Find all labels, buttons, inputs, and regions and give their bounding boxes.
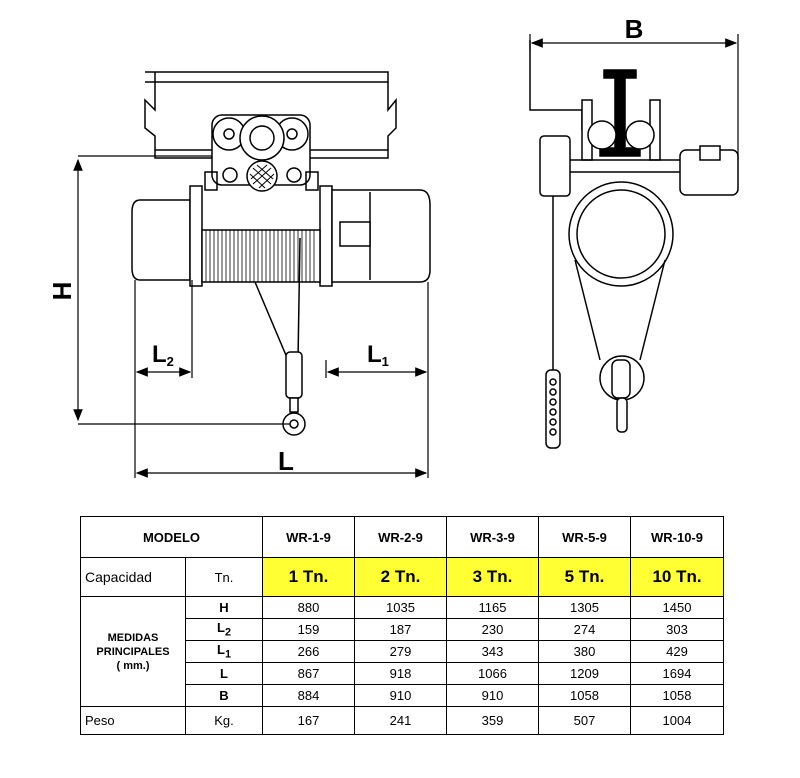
dimension-value: 1694 [630, 662, 724, 685]
front-trolley [204, 114, 319, 192]
dimension-row-B: B 884 910 910 1058 1058 [81, 684, 724, 707]
medidas-line2: PRINCIPALES [96, 645, 170, 658]
side-view [529, 40, 739, 449]
dimension-symbol: H [185, 596, 263, 619]
dim-label-L2-base: L [152, 341, 167, 368]
medidas-label: MEDIDAS PRINCIPALES ( mm.) [80, 596, 186, 707]
front-hook [254, 237, 306, 436]
dimension-row-H: MEDIDAS PRINCIPALES ( mm.) H 880 1035 11… [80, 596, 724, 707]
dim-label-L2: L2 [152, 341, 174, 369]
capacidad-unit: Tn. [185, 557, 263, 597]
model-header: WR-2-9 [354, 516, 447, 558]
side-beam-section [599, 69, 641, 157]
dimension-symbol: L1 [185, 640, 263, 663]
spec-table: MODELO WR-1-9 WR-2-9 WR-3-9 WR-5-9 WR-10… [80, 516, 724, 735]
dimension-value: 303 [630, 618, 724, 641]
capacidad-value: 2 Tn. [354, 557, 447, 597]
model-header: WR-10-9 [630, 516, 724, 558]
dimension-value: 1165 [446, 596, 539, 619]
dimension-value: 187 [354, 618, 447, 641]
model-header: WR-5-9 [538, 516, 631, 558]
dim-label-L1-base: L [367, 341, 382, 368]
dim-label-L1-sub: 1 [382, 354, 389, 369]
peso-value: 507 [538, 706, 631, 735]
front-dimensions [73, 155, 429, 478]
dimension-value: 1058 [538, 684, 631, 707]
dimension-value: 884 [262, 684, 355, 707]
front-view [131, 71, 431, 436]
dim-label-L2-sub: 2 [167, 354, 174, 369]
model-header: WR-3-9 [446, 516, 539, 558]
dimension-value: 1066 [446, 662, 539, 685]
dimension-value: 1209 [538, 662, 631, 685]
dimension-value: 910 [446, 684, 539, 707]
capacidad-value: 3 Tn. [446, 557, 539, 597]
dimension-value: 159 [262, 618, 355, 641]
dimension-value: 880 [262, 596, 355, 619]
peso-value: 241 [354, 706, 447, 735]
dimension-row-L2: L2 159 187 230 274 303 [81, 618, 724, 641]
dimension-symbol: L [185, 662, 263, 685]
capacidad-value: 10 Tn. [630, 557, 724, 597]
model-header: WR-1-9 [262, 516, 355, 558]
peso-label: Peso [80, 706, 186, 735]
capacidad-value: 1 Tn. [262, 557, 355, 597]
header-row: MODELO WR-1-9 WR-2-9 WR-3-9 WR-5-9 WR-10… [80, 516, 724, 558]
capacidad-row: Capacidad Tn. 1 Tn. 2 Tn. 3 Tn. 5 Tn. 10… [80, 557, 724, 597]
dimension-value: 343 [446, 640, 539, 663]
dimension-value: 429 [630, 640, 724, 663]
dimension-value: 274 [538, 618, 631, 641]
dimension-symbol: L2 [185, 618, 263, 641]
hoist-technical-drawing: H L2 L1 L [47, 14, 739, 478]
dimension-symbol: B [185, 684, 263, 707]
peso-unit: Kg. [185, 706, 263, 735]
front-hoist-body [131, 185, 431, 287]
dim-label-L: L [278, 446, 294, 476]
dimension-value: 1035 [354, 596, 447, 619]
peso-value: 359 [446, 706, 539, 735]
peso-value: 1004 [630, 706, 724, 735]
peso-row: Peso Kg. 167 241 359 507 1004 [80, 706, 724, 735]
dim-label-L1: L1 [367, 341, 389, 369]
modelo-header: MODELO [80, 516, 263, 558]
capacidad-value: 5 Tn. [538, 557, 631, 597]
dimension-value: 1305 [538, 596, 631, 619]
dimension-value: 918 [354, 662, 447, 685]
medidas-line1: MEDIDAS [107, 631, 159, 644]
dimension-value: 1450 [630, 596, 724, 619]
dimension-value: 910 [354, 684, 447, 707]
medidas-line3: ( mm.) [116, 659, 150, 672]
capacidad-label: Capacidad [80, 557, 186, 597]
dimension-row-L: L 867 918 1066 1209 1694 [81, 662, 724, 685]
dimension-value: 867 [262, 662, 355, 685]
dimension-value: 230 [446, 618, 539, 641]
peso-value: 167 [262, 706, 355, 735]
dimension-value: 1058 [630, 684, 724, 707]
dim-label-B: B [625, 14, 644, 44]
dim-label-H: H [47, 282, 77, 301]
dimension-value: 380 [538, 640, 631, 663]
dimension-value: 279 [354, 640, 447, 663]
side-dimensions [529, 34, 739, 160]
dimension-value: 266 [262, 640, 355, 663]
